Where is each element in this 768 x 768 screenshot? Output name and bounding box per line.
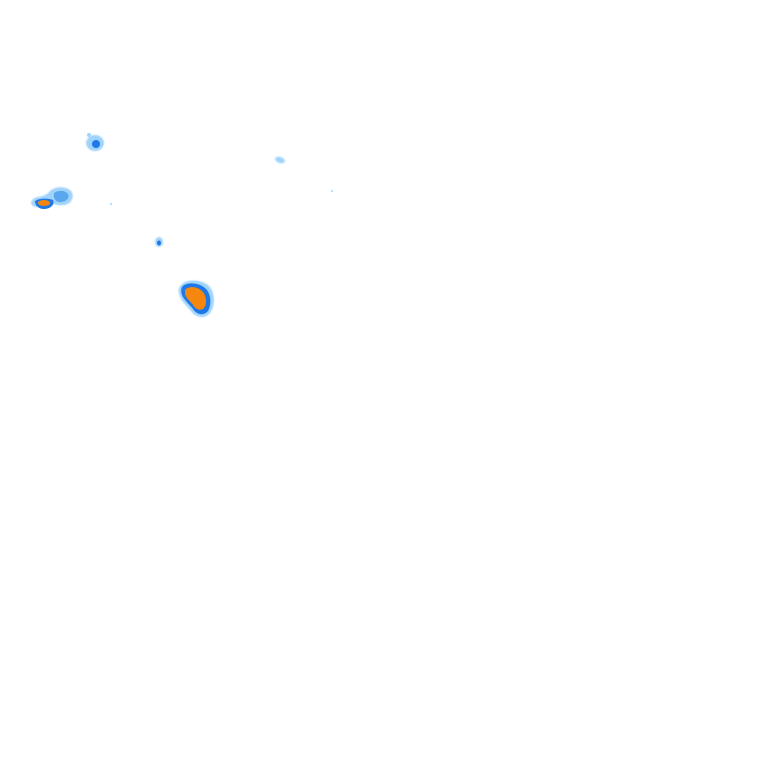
- precip-cell-central-storm: [178, 280, 214, 317]
- precip-moderate-area: [53, 190, 69, 202]
- precip-light-fleck: [87, 133, 91, 137]
- precip-heavy-core: [92, 140, 100, 148]
- precip-moderate-fleck: [62, 194, 66, 198]
- precip-light-dot: [331, 190, 333, 192]
- precip-cell-northwest-small: [86, 133, 104, 151]
- precip-heavy-core: [157, 240, 161, 246]
- precip-cell-speck: [110, 203, 163, 247]
- precip-very-heavy-core: [185, 287, 207, 310]
- precip-light-dot: [110, 203, 112, 205]
- precip-very-heavy-core: [38, 200, 50, 206]
- precip-cell-west-cluster: [31, 187, 73, 209]
- precip-light-area: [275, 156, 285, 164]
- precip-cell-north-faint: [275, 156, 333, 192]
